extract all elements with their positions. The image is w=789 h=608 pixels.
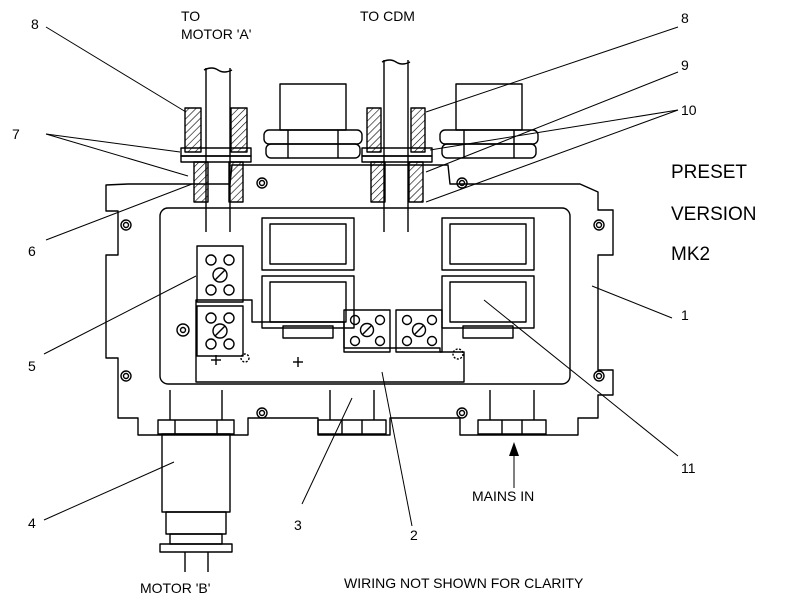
cable-motor-a	[203, 67, 233, 232]
mains-in-label: MAINS IN	[472, 488, 535, 504]
footnote-label: WIRING NOT SHOWN FOR CLARITY	[344, 575, 584, 591]
version-line-2: VERSION	[671, 204, 757, 225]
leader-lines	[43, 26, 679, 527]
callout-7: 7	[12, 126, 20, 142]
version-line-3: MK2	[671, 244, 711, 265]
to-label: TO	[181, 8, 201, 24]
callout-10: 10	[681, 102, 697, 118]
gland-left	[180, 107, 252, 203]
coil-right	[441, 217, 535, 339]
blank-gland-right	[439, 83, 539, 159]
mounting-plate	[195, 299, 465, 383]
to-cdm-label: TO CDM	[360, 8, 415, 24]
callout-6: 6	[28, 243, 36, 259]
bottom-gland-left	[157, 390, 235, 435]
version-line-1: PRESET	[671, 162, 748, 183]
callout-3: 3	[294, 517, 302, 533]
bottom-gland-right	[477, 390, 547, 435]
terminal-block-center-a	[343, 309, 391, 353]
blank-gland-left	[263, 83, 363, 159]
callout-5: 5	[28, 358, 36, 374]
callout-8-left: 8	[31, 16, 39, 32]
mains-in-arrowhead	[509, 442, 519, 456]
cable-motor-b	[159, 433, 233, 572]
cable-cdm	[381, 59, 411, 232]
callout-9: 9	[681, 57, 689, 73]
inner-panel	[159, 207, 571, 385]
callout-2: 2	[410, 527, 418, 543]
enclosure-outline	[105, 164, 614, 436]
terminal-block-upper-left	[196, 245, 244, 303]
callout-1: 1	[681, 307, 689, 323]
gland-center	[361, 107, 433, 203]
bottom-gland-center	[317, 390, 387, 435]
enclosure-screws	[120, 177, 605, 419]
callout-4: 4	[28, 515, 36, 531]
motor-a-label: MOTOR 'A'	[181, 26, 252, 42]
motor-b-label: MOTOR 'B'	[140, 580, 211, 596]
callout-11: 11	[681, 460, 696, 476]
coil-left	[261, 217, 355, 339]
callout-8-right: 8	[681, 10, 689, 26]
terminal-block-center-b	[395, 309, 443, 353]
terminal-block-lower-left	[196, 305, 244, 357]
